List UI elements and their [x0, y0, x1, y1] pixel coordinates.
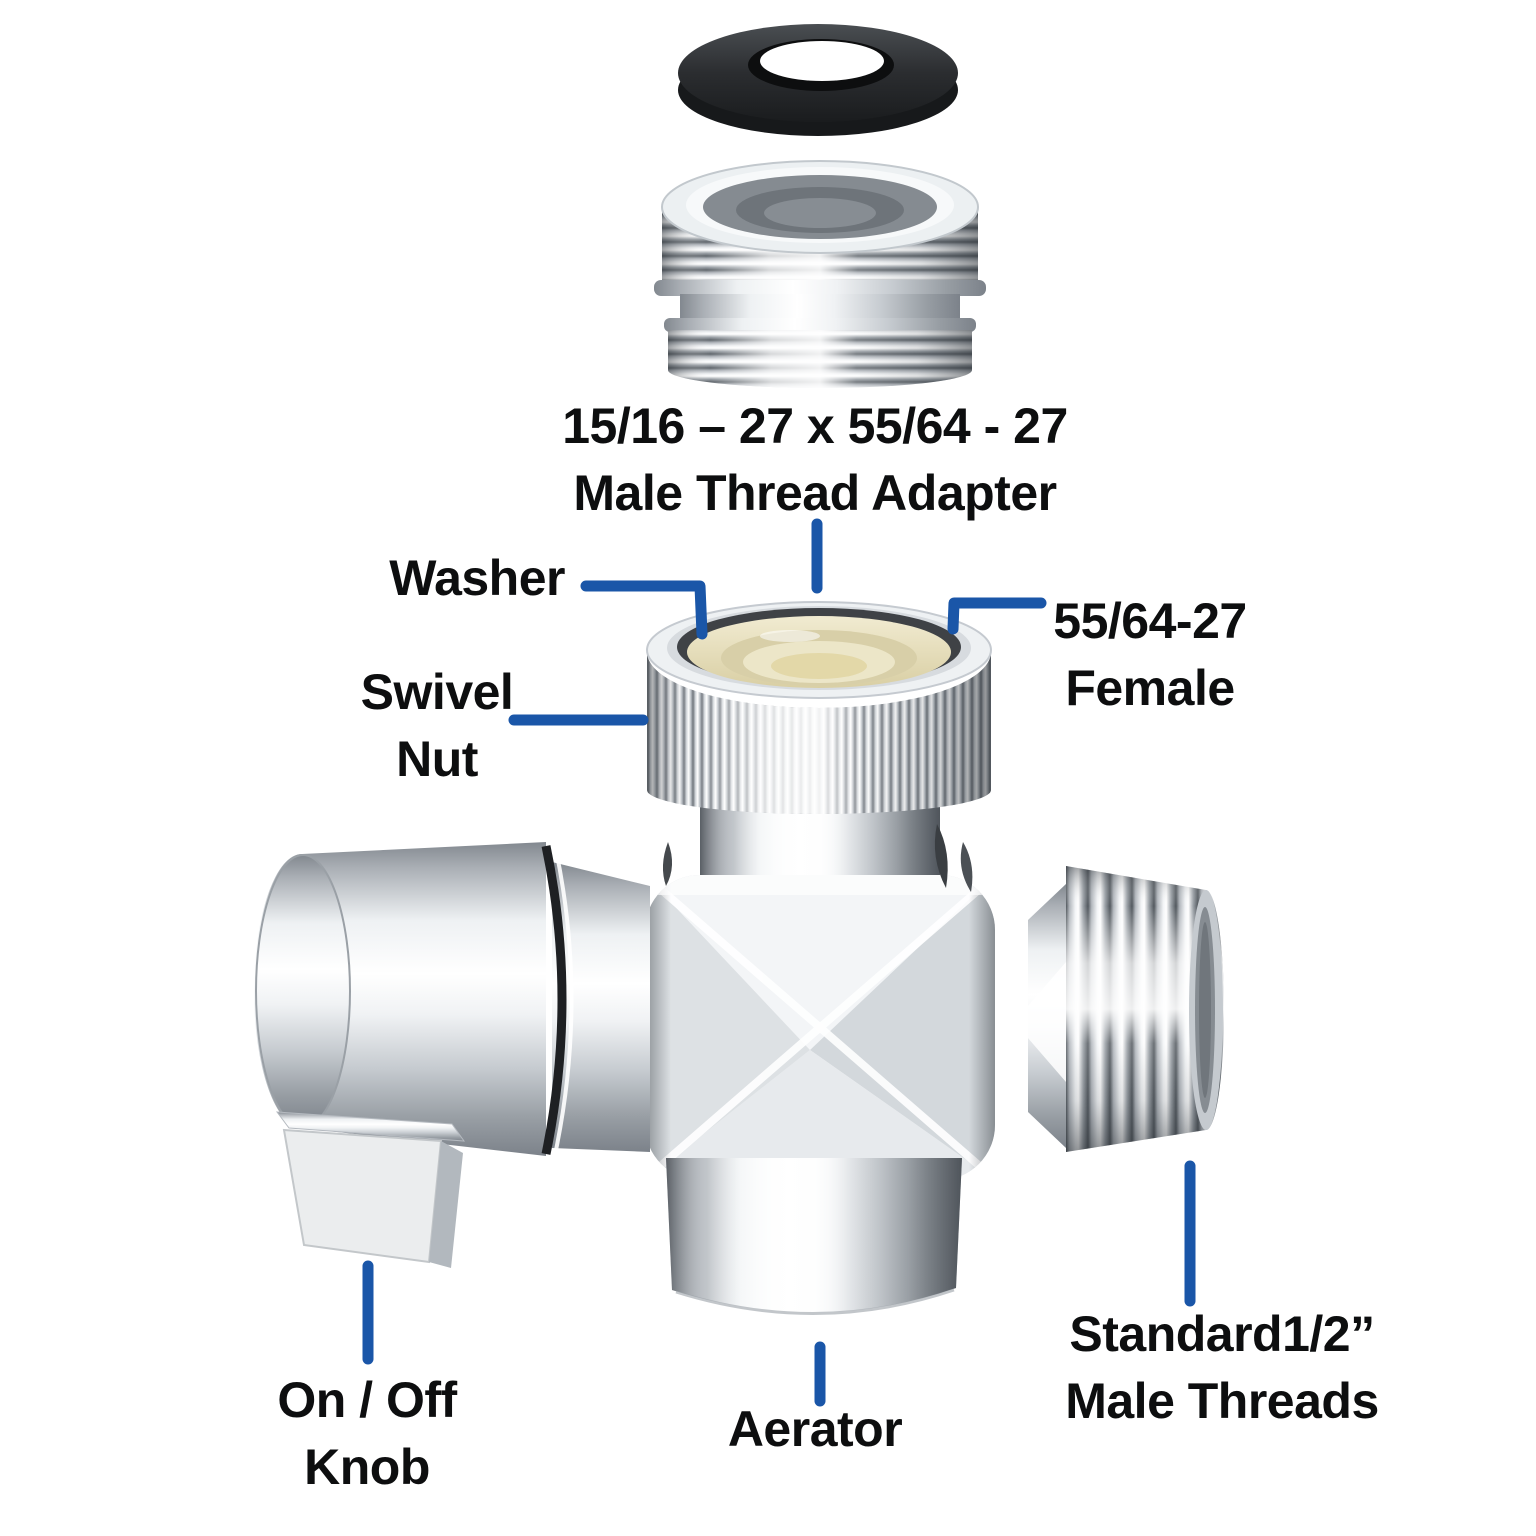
- label-aerator: Aerator: [727, 1396, 903, 1463]
- on-off-knob-part: [254, 842, 650, 1268]
- leader-female-thread: [947, 597, 1047, 635]
- label-male-threads: Standard1/2” Male Threads: [1065, 1301, 1379, 1435]
- label-male-thread-adapter-line1: 15/16 – 27 x 55/64 - 27: [562, 398, 1068, 454]
- leader-lines: [362, 518, 1196, 1407]
- label-on-off-knob-line2: Knob: [304, 1439, 430, 1495]
- label-swivel-nut-line2: Nut: [396, 731, 478, 787]
- label-swivel-nut-line1: Swivel: [360, 664, 514, 720]
- leader-washer: [580, 580, 708, 640]
- label-male-threads-line1: Standard1/2”: [1069, 1306, 1375, 1362]
- aerator-outlet-part: [666, 1158, 962, 1315]
- label-aerator-line1: Aerator: [727, 1401, 903, 1457]
- label-washer-line1: Washer: [389, 550, 565, 606]
- label-female-thread-line1: 55/64-27: [1053, 593, 1247, 649]
- valve-body-part: [645, 824, 995, 1180]
- male-thread-adapter-part: [654, 160, 986, 388]
- on-off-lever: [275, 1111, 466, 1268]
- swivel-nut-part: [646, 601, 992, 814]
- male-threads-part: [1014, 866, 1224, 1152]
- label-swivel-nut: Swivel Nut: [361, 659, 514, 793]
- label-female-thread: 55/64-27 Female: [1053, 588, 1247, 722]
- rubber-washer-part: [678, 24, 958, 136]
- label-female-thread-line2: Female: [1065, 660, 1235, 716]
- label-washer: Washer: [389, 545, 565, 612]
- label-on-off-knob: On / Off Knob: [277, 1367, 457, 1501]
- label-male-thread-adapter: 15/16 – 27 x 55/64 - 27 Male Thread Adap…: [562, 393, 1068, 527]
- label-male-threads-line2: Male Threads: [1065, 1373, 1379, 1429]
- label-male-thread-adapter-line2: Male Thread Adapter: [573, 465, 1057, 521]
- label-on-off-knob-line1: On / Off: [277, 1372, 457, 1428]
